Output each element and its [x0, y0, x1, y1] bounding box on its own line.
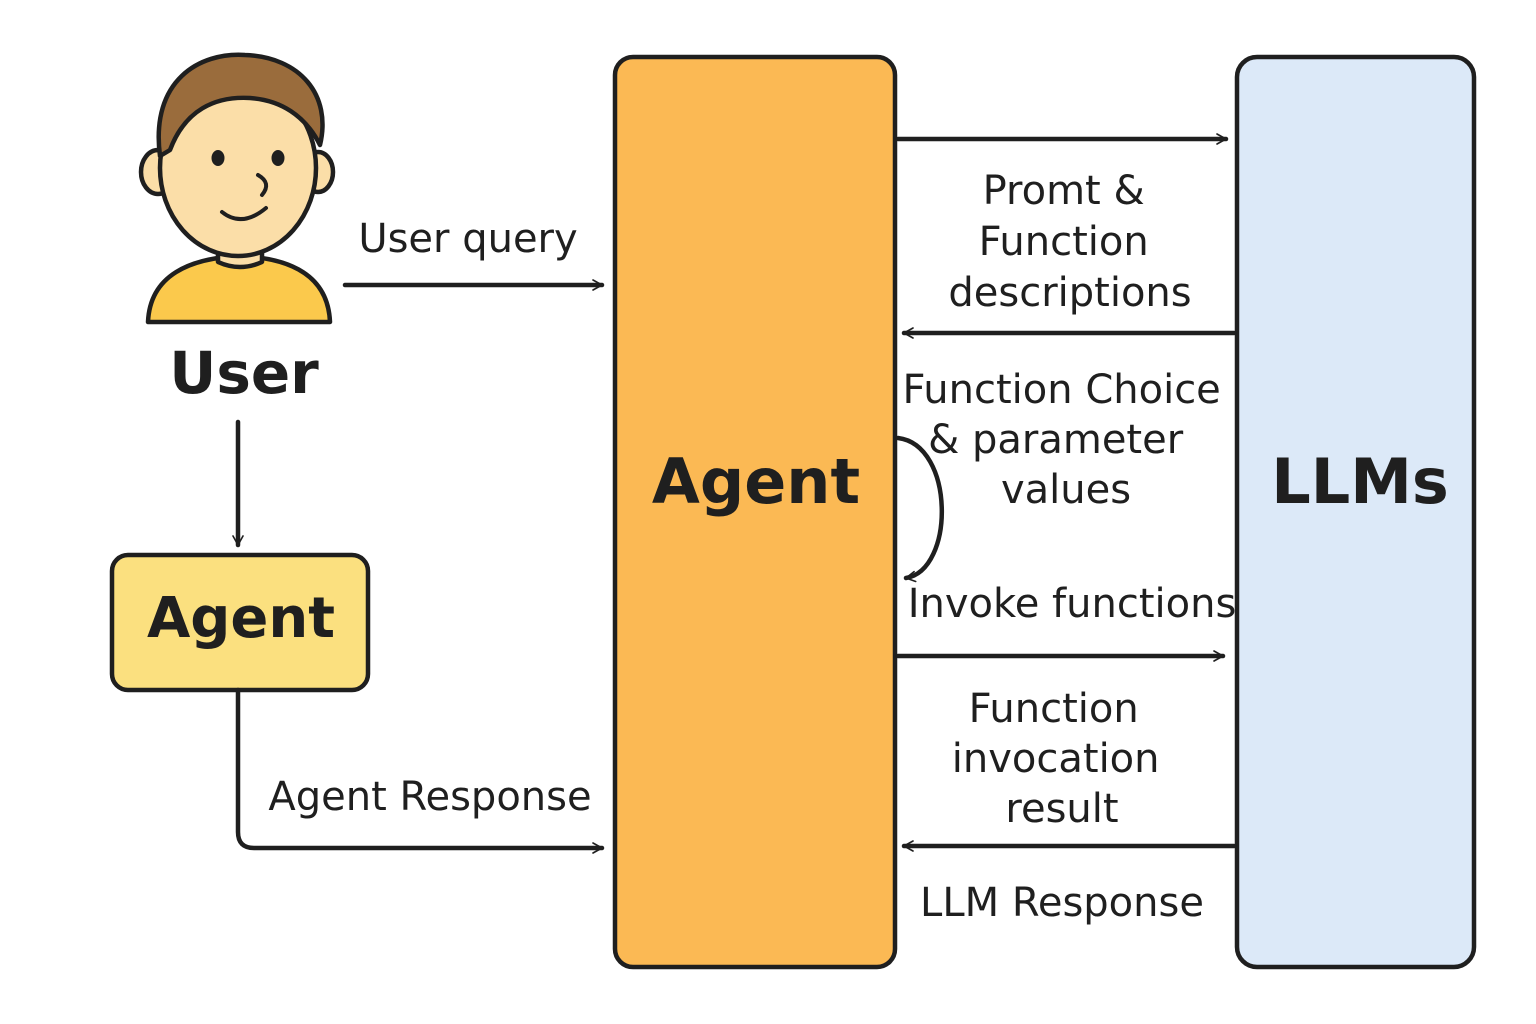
- llms-box: [1234, 54, 1477, 970]
- user-avatar-icon: [138, 52, 336, 325]
- agent-response-label: Agent Response: [268, 774, 591, 820]
- function-choice-line-2: & parameter: [928, 417, 1184, 463]
- prompt-functions-line-1: Promt &: [983, 168, 1145, 214]
- function-choice-line-3: values: [1001, 467, 1131, 513]
- prompt-functions-label: Promt & Function descriptions: [948, 168, 1191, 316]
- llms-label: LLMs: [1271, 445, 1449, 518]
- agent-main-box: [612, 54, 898, 970]
- invocation-result-line-2: invocation: [952, 736, 1160, 782]
- function-choice-line-1: Function Choice: [902, 367, 1220, 413]
- invoke-functions-label: Invoke functions: [908, 581, 1237, 627]
- user-query-label: User query: [358, 216, 577, 262]
- agent-response-arrow: [235, 687, 605, 854]
- prompt-functions-line-2: Function: [979, 219, 1149, 265]
- llm-response-label: LLM Response: [920, 880, 1204, 926]
- agent-main-label: Agent: [652, 445, 860, 518]
- agent-small-label: Agent: [147, 586, 335, 651]
- invoke-loop-arrow: [895, 435, 944, 583]
- invocation-result-line-3: result: [1005, 786, 1118, 832]
- invocation-result-line-1: Function: [969, 686, 1139, 732]
- prompt-functions-line-3: descriptions: [948, 270, 1191, 316]
- invocation-result-label: Function invocation result: [952, 686, 1172, 832]
- function-choice-label: Function Choice & parameter values: [902, 367, 1233, 513]
- user-label: User: [169, 339, 319, 407]
